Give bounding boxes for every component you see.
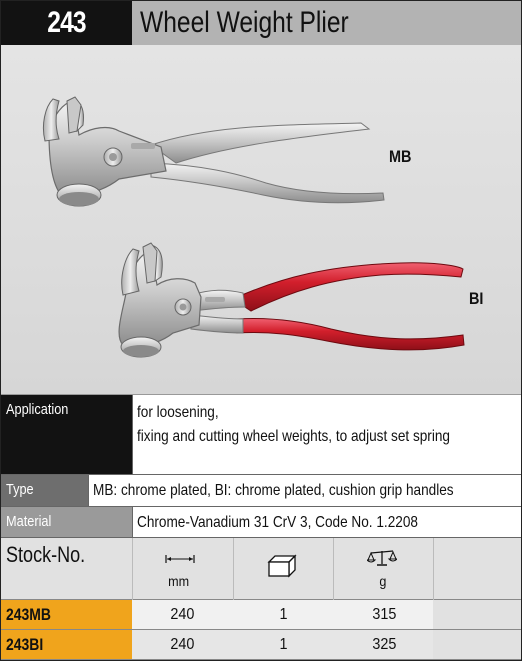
product-title-box: Wheel Weight Plier	[132, 1, 521, 45]
stock-no-title: Stock-No.	[6, 542, 86, 567]
row-tail	[433, 630, 521, 659]
col-divider-3	[333, 538, 334, 660]
stock-table: Stock-No. mm	[1, 538, 521, 660]
scale-balance-icon	[367, 550, 397, 566]
col-divider-2	[233, 538, 234, 660]
row-tail	[433, 600, 521, 629]
col-divider-4	[433, 538, 434, 660]
qty-value: 1	[279, 605, 288, 623]
material-label-cell: Material	[1, 507, 132, 537]
application-label-cell: Application	[1, 395, 132, 474]
material-row: Material Chrome-Vanadium 31 CrV 3, Code …	[1, 507, 521, 538]
application-line-1: for loosening,	[137, 404, 219, 421]
type-row: Type MB: chrome plated, BI: chrome plate…	[1, 475, 521, 507]
type-label-cell: Type	[1, 475, 88, 506]
package-box-icon	[267, 554, 297, 578]
application-label: Application	[6, 401, 69, 418]
stock-row-243bi: 243BI 240 1 325	[1, 630, 521, 660]
type-value: MB: chrome plated, BI: chrome plated, cu…	[92, 482, 454, 499]
variant-label-mb: MB	[389, 147, 412, 166]
application-row: Application for loosening, fixing and cu…	[1, 395, 521, 475]
stock-code: 243MB	[6, 604, 51, 624]
plier-bi	[118, 242, 465, 358]
variant-label-bi: BI	[469, 289, 484, 308]
product-title: Wheel Weight Plier	[140, 6, 349, 39]
weight-value: 325	[372, 635, 397, 653]
type-value-cell: MB: chrome plated, BI: chrome plated, cu…	[87, 475, 521, 506]
col-divider-1	[132, 538, 133, 660]
product-image-area: MB BI	[1, 45, 521, 395]
plier-mb-image	[42, 96, 465, 358]
application-line-2: fixing and cutting wheel weights, to adj…	[137, 428, 450, 445]
length-value: 240	[170, 605, 195, 623]
stock-row-243mb: 243MB 240 1 315	[1, 600, 521, 630]
material-value-cell: Chrome-Vanadium 31 CrV 3, Code No. 1.220…	[132, 507, 521, 537]
weight-value: 315	[372, 605, 397, 623]
length-dimension-icon	[165, 555, 195, 563]
unit-mm: mm	[168, 573, 190, 589]
stock-table-header: Stock-No. mm	[1, 538, 521, 600]
product-number: 243	[12, 1, 121, 45]
type-label: Type	[6, 481, 34, 498]
length-value: 240	[170, 635, 195, 653]
header-bar: 243 Wheel Weight Plier	[1, 1, 521, 45]
material-label: Material	[6, 513, 52, 530]
application-value-cell: for loosening, fixing and cutting wheel …	[132, 395, 521, 474]
product-number-box: 243	[1, 1, 132, 45]
unit-g: g	[379, 573, 387, 589]
material-value: Chrome-Vanadium 31 CrV 3, Code No. 1.220…	[137, 514, 418, 531]
stock-code-cell: 243BI	[1, 630, 132, 659]
qty-value: 1	[279, 635, 288, 653]
stock-code: 243BI	[6, 634, 44, 654]
plier-mb	[42, 96, 385, 207]
stock-code-cell: 243MB	[1, 600, 132, 629]
